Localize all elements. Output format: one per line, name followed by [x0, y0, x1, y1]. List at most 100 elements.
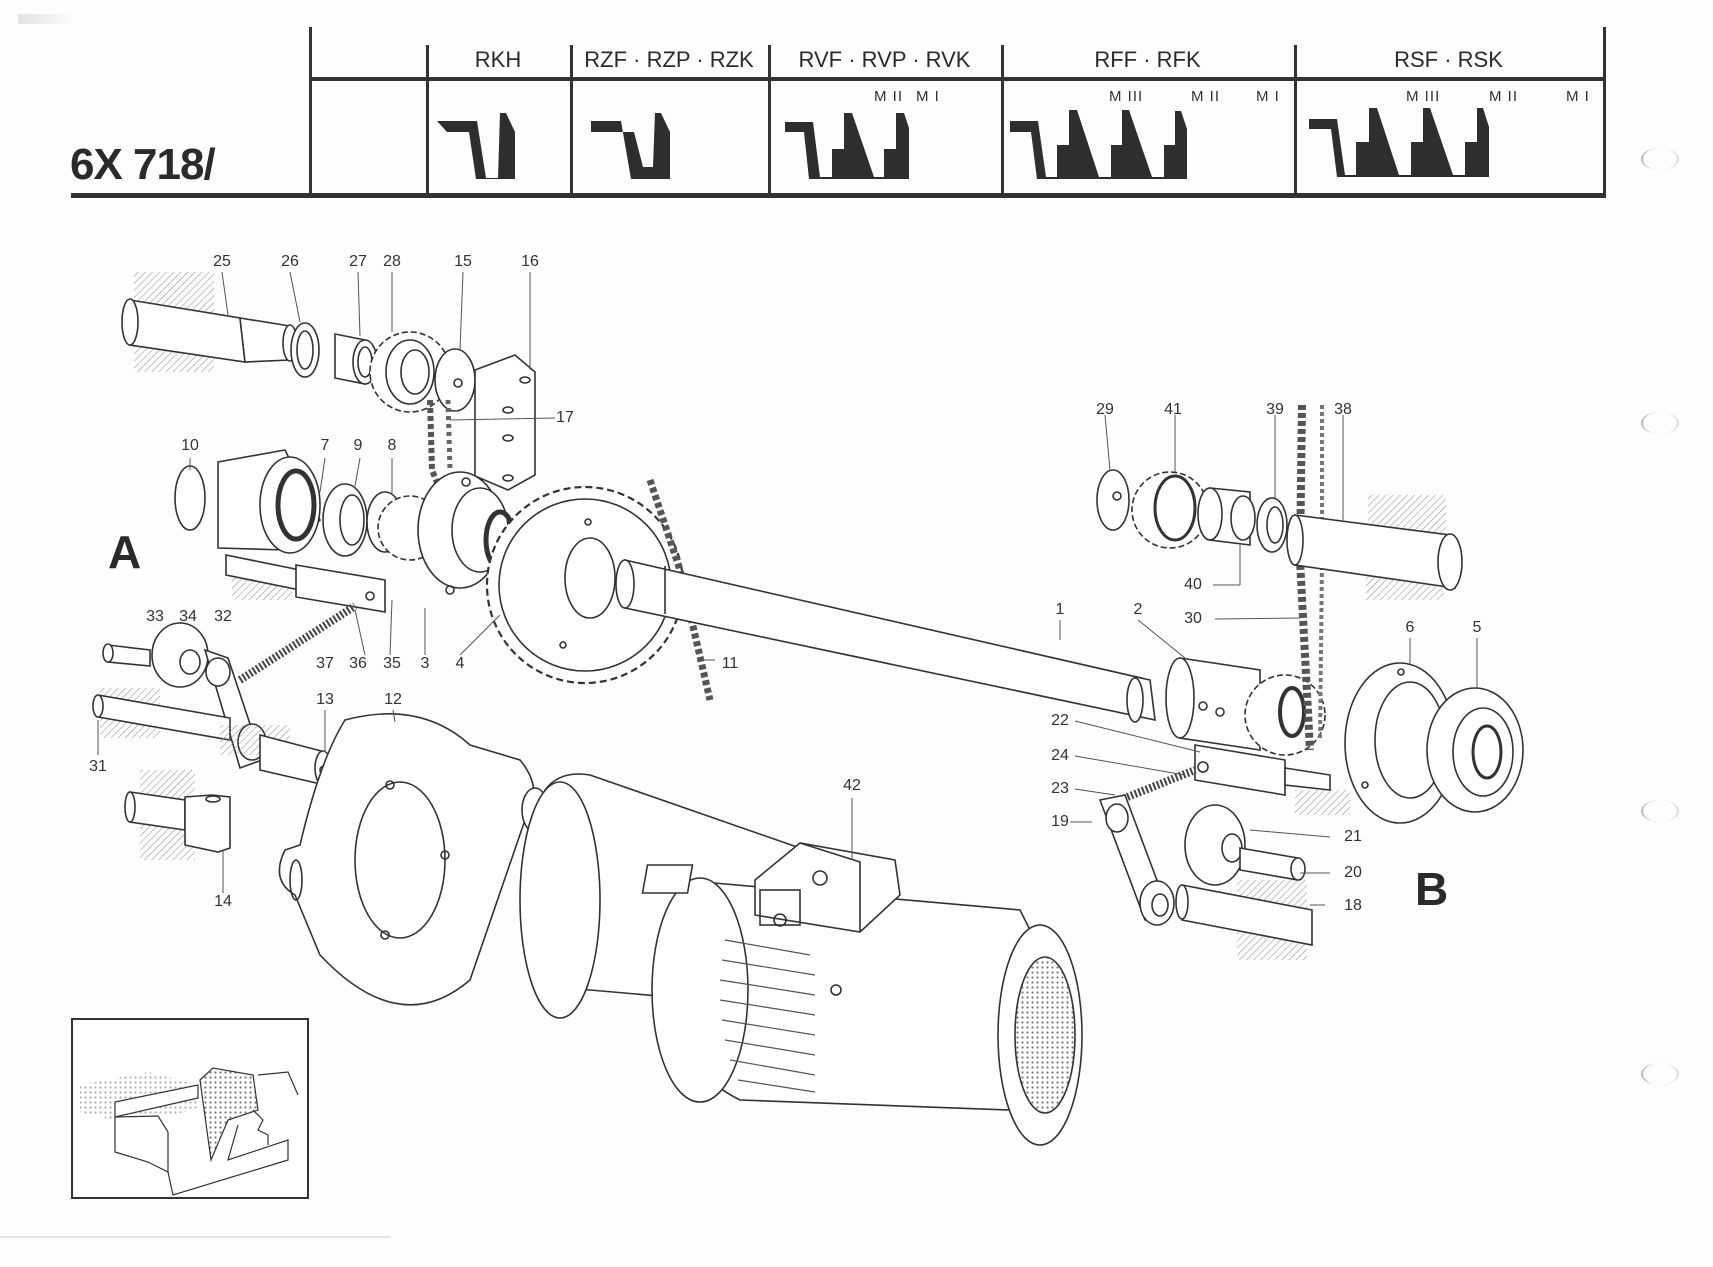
callout-25: 25: [213, 253, 231, 270]
roller-34: [151, 622, 209, 688]
column-title-rkh: RKH: [474, 47, 522, 72]
module-label: M II: [1191, 88, 1220, 105]
callout-28: 28: [383, 253, 401, 270]
washer-26: [290, 322, 320, 378]
roller-21: [1184, 804, 1246, 886]
rkh-profile-icon: [437, 113, 515, 179]
callout-11: 11: [721, 655, 739, 672]
callout-40: 40: [1184, 576, 1202, 593]
drive-assembly-a: [92, 449, 517, 860]
punch-hole-mark: [1641, 1063, 1679, 1085]
tensioner-assembly-b: [1098, 744, 1350, 960]
callout-20: 20: [1344, 864, 1362, 881]
table-rule: [309, 77, 1606, 81]
callout-24: 24: [1051, 747, 1069, 764]
chain-17: [427, 399, 443, 492]
block-14: [184, 794, 231, 853]
column-title-rvf: RVF · RVP · RVK: [798, 47, 971, 72]
module-label: M III: [1406, 88, 1441, 105]
callout-16: 16: [521, 253, 539, 270]
table-divider: [570, 45, 573, 195]
callout-30: 30: [1184, 610, 1202, 627]
profile-header-table: RKH RZF · RZP · RZK RVF · RVP · RVK RFF …: [309, 27, 1606, 195]
upper-idler-assembly: [121, 272, 536, 491]
callout-1: 1: [1055, 601, 1065, 618]
punch-hole-mark: [1641, 800, 1679, 822]
punch-hole-mark: [1641, 148, 1679, 170]
callout-42: 42: [843, 777, 861, 794]
callout-38: 38: [1334, 401, 1352, 418]
module-label: M III: [1109, 88, 1144, 105]
callout-6: 6: [1405, 619, 1415, 636]
blade-profile-glyphs: [437, 108, 1489, 179]
callout-29: 29: [1096, 401, 1114, 418]
scan-artifact: [18, 14, 78, 24]
main-shaft-1: [615, 558, 1156, 723]
callout-26: 26: [281, 253, 299, 270]
block-36: [295, 564, 386, 613]
callout-5: 5: [1472, 619, 1482, 636]
cooling-fins: [719, 939, 816, 1093]
callout-34: 34: [179, 608, 197, 625]
scan-edge: [0, 1236, 390, 1238]
spring-24: [1118, 766, 1197, 804]
callout-32: 32: [214, 608, 232, 625]
blade-detail-drawing: [80, 1067, 299, 1196]
rsf-profile-icon: [1309, 108, 1489, 177]
rvf-profile-icon: [785, 113, 909, 179]
bearing-5: [1426, 687, 1524, 813]
bearing-9: [322, 483, 368, 557]
rzf-profile-icon: [591, 113, 670, 179]
upper-right-idler: [1096, 469, 1463, 600]
disc-29: [1096, 469, 1130, 531]
callout-35: 35: [383, 655, 401, 672]
bolt-20: [1239, 847, 1299, 881]
table-divider: [1294, 45, 1297, 195]
callout-14: 14: [214, 893, 232, 910]
callout-12: 12: [384, 691, 402, 708]
callout-4: 4: [455, 655, 465, 672]
plate-16: [474, 354, 536, 491]
spring-37: [237, 602, 358, 684]
table-divider: [1001, 45, 1004, 195]
callout-41: 41: [1164, 401, 1182, 418]
callout-13: 13: [316, 691, 334, 708]
block-22: [1194, 744, 1286, 796]
callout-19: 19: [1051, 813, 1069, 830]
bolt-33: [107, 644, 151, 667]
column-title-rff: RFF · RFK: [1094, 47, 1201, 72]
leader-lines: [97, 271, 1478, 906]
motor-flange-12: [278, 713, 549, 1006]
callout-33: 33: [146, 608, 164, 625]
table-divider: [1603, 27, 1606, 195]
document-code: 6X 718/: [70, 140, 216, 189]
callout-39: 39: [1266, 401, 1284, 418]
module-label: M I: [1256, 88, 1280, 105]
section-label-a: A: [108, 526, 142, 578]
callout-37: 37: [316, 655, 334, 672]
callout-21: 21: [1344, 828, 1362, 845]
module-label: M I: [916, 88, 940, 105]
callout-17: 17: [556, 409, 574, 426]
callout-27: 27: [349, 253, 367, 270]
callout-15: 15: [454, 253, 472, 270]
rff-profile-icon: [1010, 110, 1187, 179]
table-divider: [426, 45, 429, 195]
callout-18: 18: [1344, 897, 1362, 914]
callout-10: 10: [181, 437, 199, 454]
cap-10: [174, 465, 206, 531]
callout-31: 31: [89, 758, 107, 775]
table-divider: [768, 45, 771, 195]
header-rule: [71, 193, 1606, 198]
section-label-b: B: [1415, 863, 1449, 915]
electric-motor-42: [519, 773, 1083, 1146]
table-divider: [309, 27, 312, 195]
callout-23: 23: [1051, 780, 1069, 797]
column-title-rsf: RSF · RSK: [1394, 47, 1503, 72]
callout-36: 36: [349, 655, 367, 672]
punch-hole-mark: [1641, 412, 1679, 434]
callout-7: 7: [320, 437, 330, 454]
callout-3: 3: [420, 655, 430, 672]
blade-detail-inset: [71, 1018, 309, 1199]
